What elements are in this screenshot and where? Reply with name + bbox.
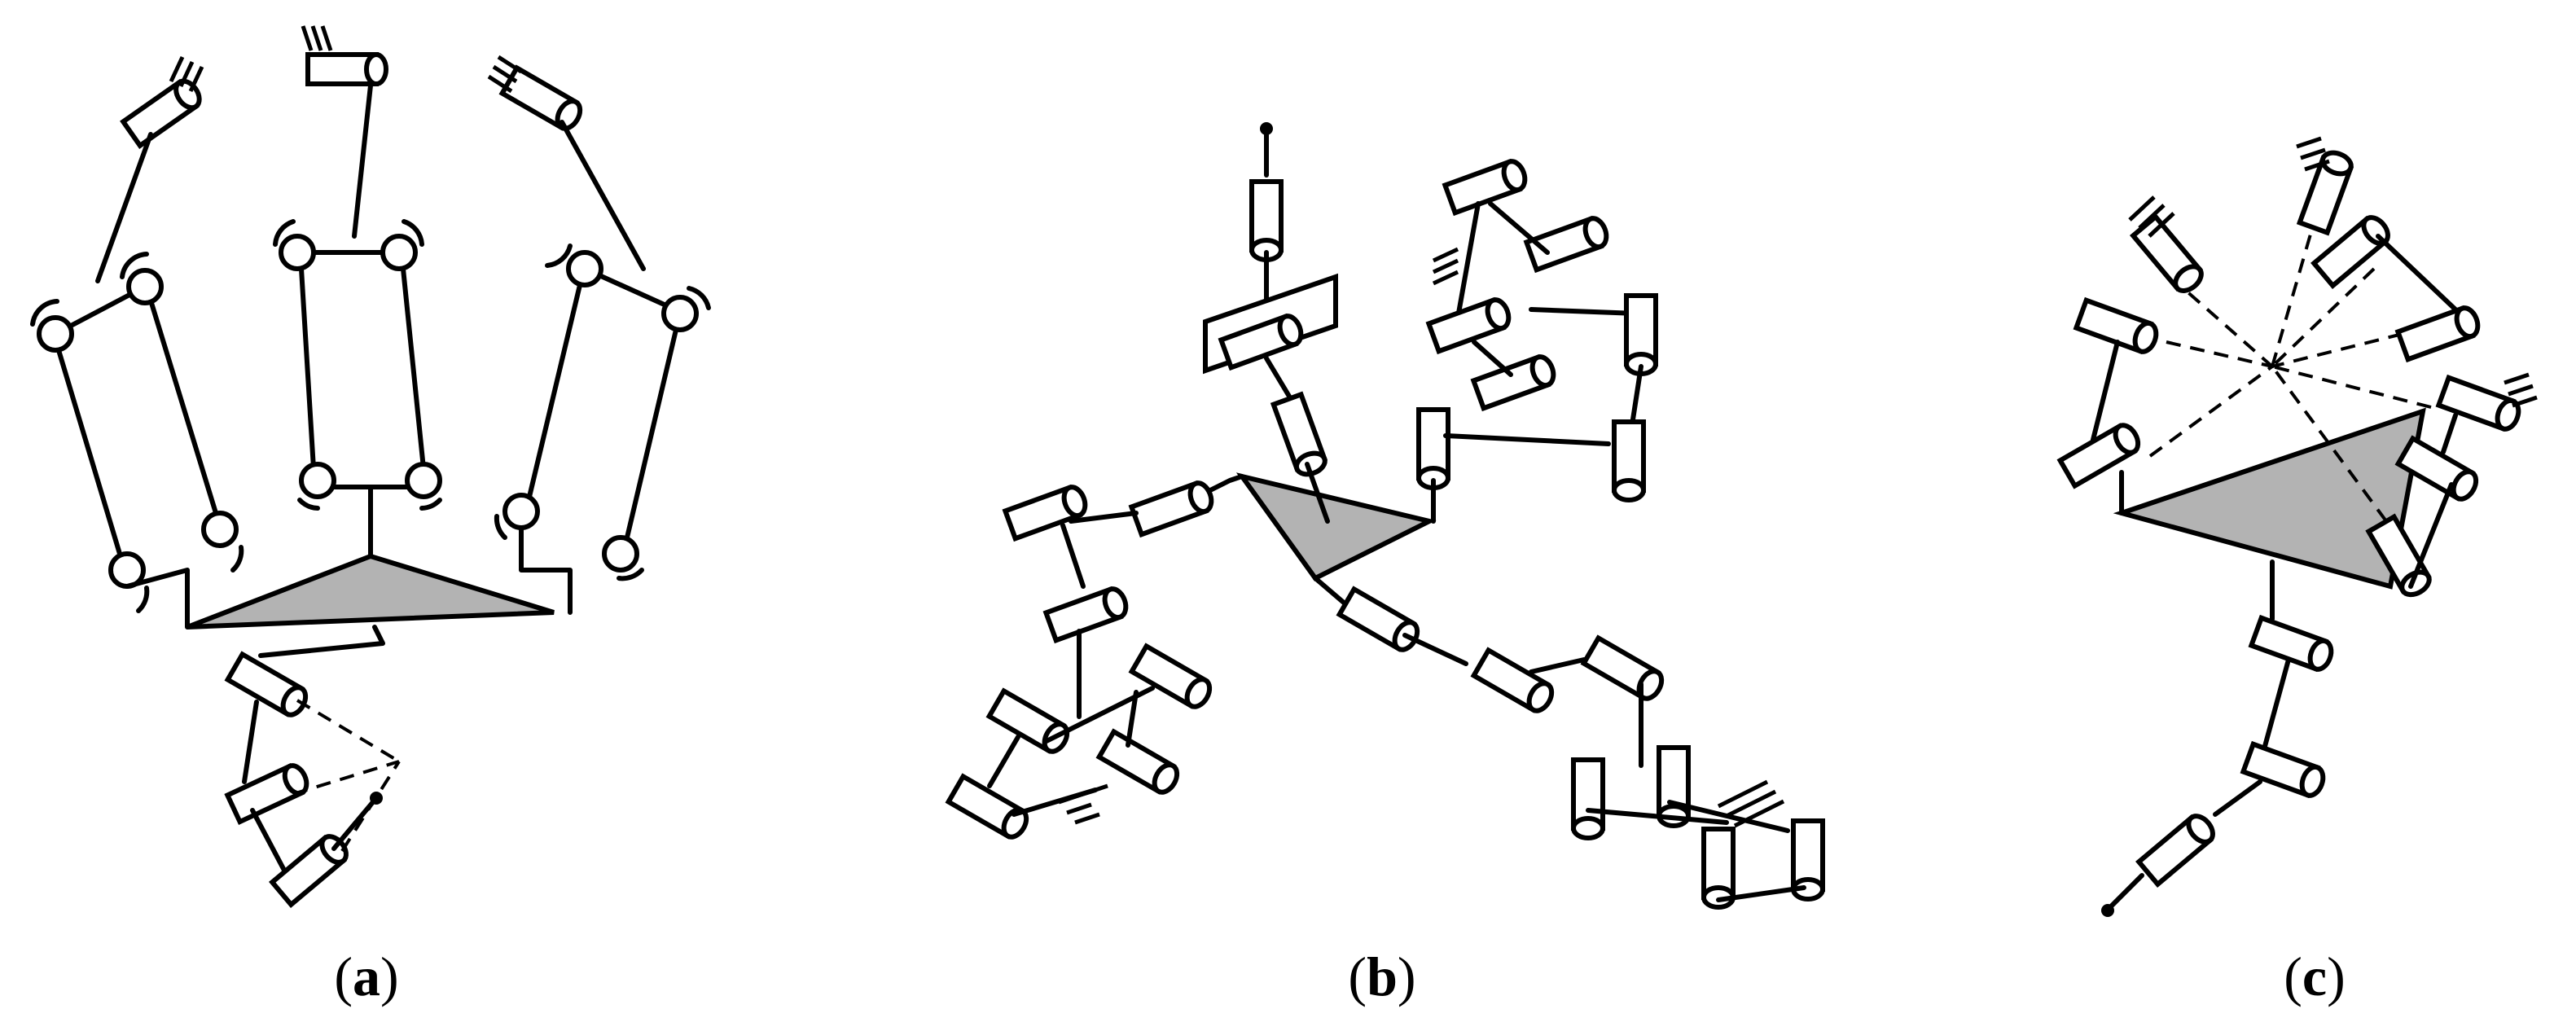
- revolute-joint-icon: [2398, 438, 2481, 502]
- ground-hatch-icon: [1058, 783, 1108, 825]
- leg-right: [487, 55, 711, 615]
- caption-a: (a): [334, 945, 399, 1007]
- revolute-joint-icon: [228, 654, 310, 718]
- revolute-joint-icon: [1274, 394, 1328, 478]
- spherical-joint-icon: [204, 513, 236, 546]
- ground-hatch-icon: [301, 25, 333, 51]
- moving-platform: [186, 553, 555, 630]
- leg-left: [949, 474, 1244, 841]
- panel-c: [2060, 136, 2538, 917]
- revolute-joint-icon: [2398, 305, 2482, 360]
- ground-hatch-icon: [1717, 779, 1785, 828]
- leg-bottom-right: [1313, 576, 1823, 907]
- caption-b: (b): [1348, 945, 1416, 1007]
- revolute-joint-icon: [2133, 217, 2205, 296]
- revolute-joint-icon: [308, 55, 386, 84]
- revolute-joint-icon: [1614, 422, 1643, 500]
- moving-platform: [2113, 407, 2426, 590]
- revolute-joint-icon: [1573, 760, 1603, 838]
- revolute-joint-icon: [1474, 650, 1556, 714]
- spherical-joint-icon: [281, 236, 314, 269]
- revolute-joint-icon: [2243, 744, 2327, 799]
- axis-intersection-lines: [2148, 211, 2432, 523]
- ground-hatch-icon: [2504, 372, 2538, 408]
- revolute-joint-icon: [1419, 410, 1448, 488]
- revolute-joint-icon: [1473, 354, 1557, 409]
- revolute-joint-icon: [1704, 829, 1733, 907]
- panel-b: [949, 122, 1823, 907]
- ground-hatch-icon: [487, 55, 523, 94]
- leg-middle: [273, 25, 442, 559]
- revolute-joint-icon: [1428, 297, 1512, 352]
- revolute-joint-icon: [1659, 748, 1688, 826]
- revolute-joint-icon: [1252, 182, 1281, 260]
- end-effector-point-icon: [2101, 904, 2114, 917]
- revolute-joint-icon: [1626, 296, 1656, 374]
- spherical-joint-icon: [129, 270, 161, 303]
- revolute-joint-icon: [1131, 480, 1215, 535]
- leg-top-right: [1419, 159, 1656, 524]
- spherical-joint-icon: [604, 537, 637, 570]
- moving-platform: [1235, 472, 1437, 581]
- revolute-joint-icon: [990, 691, 1072, 755]
- spherical-joint-icon: [568, 252, 601, 285]
- revolute-joint-icon: [1005, 485, 1089, 539]
- spherical-joint-icon: [407, 464, 440, 497]
- spherical-joint-icon: [301, 464, 334, 497]
- revolute-joint-icon: [1584, 638, 1666, 702]
- leg-top: [1203, 122, 1338, 524]
- leg-left: [30, 55, 244, 630]
- revolute-joint-icon: [2251, 618, 2335, 673]
- panel-a: [30, 25, 711, 905]
- spherical-joint-icon: [664, 297, 696, 330]
- spherical-joint-icon: [505, 495, 538, 528]
- ground-hatch-icon: [1432, 247, 1459, 286]
- ground-hatch-icon: [169, 55, 204, 93]
- revolute-joint-icon: [2060, 421, 2143, 485]
- spherical-joint-icon: [383, 236, 415, 269]
- ground-hatch-icon: [2296, 136, 2330, 172]
- revolute-joint-icon: [1099, 731, 1182, 796]
- revolute-joint-icon: [502, 68, 585, 132]
- ground-hatch-icon: [2128, 195, 2175, 238]
- revolute-joint-icon: [1340, 589, 1422, 653]
- wrist-chain-a: [227, 625, 401, 905]
- revolute-joint-icon: [1046, 586, 1130, 641]
- revolute-joint-icon: [1445, 159, 1529, 213]
- caption-c: (c): [2284, 945, 2346, 1007]
- revolute-joint-icon: [2139, 812, 2218, 884]
- end-effector-point-icon: [1260, 122, 1273, 135]
- spherical-joint-icon: [39, 318, 72, 350]
- revolute-joint-icon: [1132, 646, 1214, 710]
